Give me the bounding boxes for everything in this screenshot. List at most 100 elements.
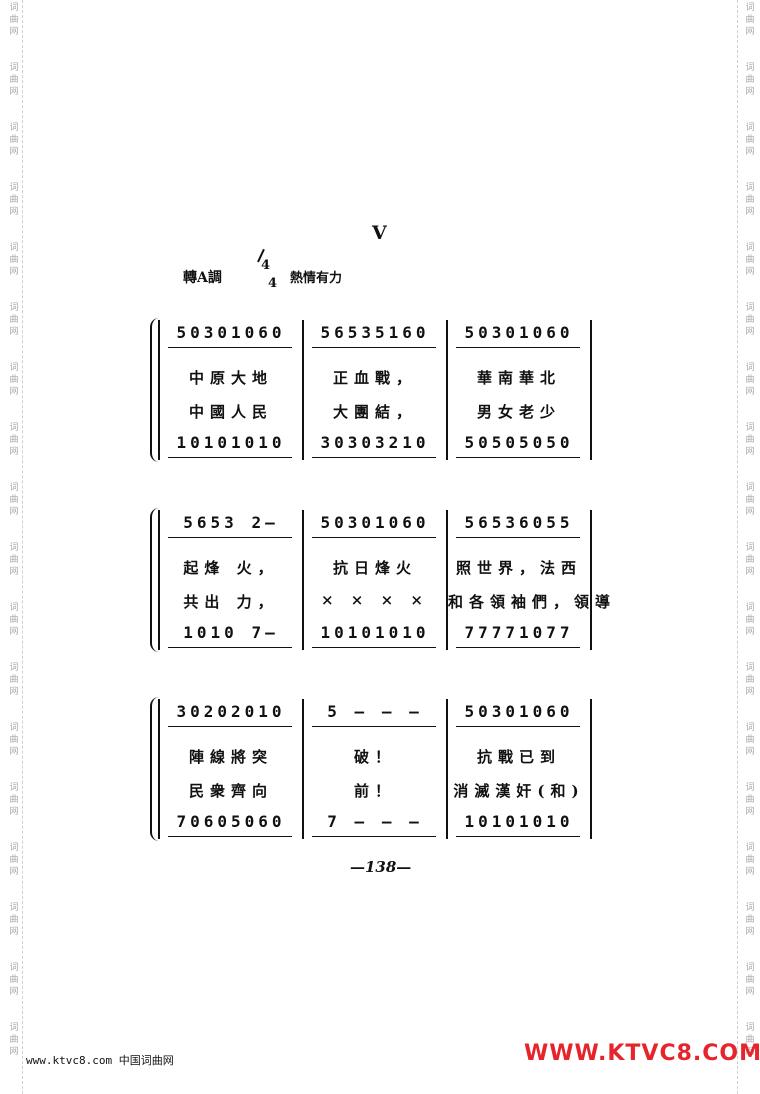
side-watermark-stamp: 词曲网	[745, 543, 755, 577]
section-title: V	[372, 222, 387, 244]
barline	[590, 699, 592, 839]
side-watermark-stamp: 词曲网	[9, 903, 19, 937]
bass-notes: 1010 7—	[183, 623, 279, 642]
bass-notes: 10101010	[176, 433, 286, 452]
site-url-left: www.ktvc8.com 中国词曲网	[26, 1054, 174, 1067]
side-watermark-stamp: 词曲网	[9, 603, 19, 637]
system-bracket	[150, 697, 162, 841]
side-watermark-stamp: 词曲网	[745, 183, 755, 217]
beam-underline	[168, 537, 292, 538]
beam-underline	[312, 726, 436, 727]
side-watermark-stamp: 词曲网	[745, 963, 755, 997]
side-watermark-stamp: 词曲网	[9, 663, 19, 697]
lyric-line: 前！	[353, 782, 396, 800]
beam-underline	[168, 836, 292, 837]
side-watermark-stamp: 词曲网	[745, 423, 755, 457]
bass-notes: 70605060	[176, 812, 286, 831]
melody-notes: 56535160	[320, 323, 430, 342]
side-watermark-stamp: 词曲网	[745, 783, 755, 817]
barline	[158, 699, 160, 839]
bass-notes: 50505050	[464, 433, 574, 452]
side-watermark-stamp: 词曲网	[9, 543, 19, 577]
side-watermark-stamp: 词曲网	[745, 3, 755, 37]
melody-notes: 50301060	[464, 702, 574, 721]
lyric-line: 正血戰，	[332, 369, 417, 387]
beam-underline	[168, 457, 292, 458]
side-watermark-stamp: 词曲网	[745, 483, 755, 517]
barline	[590, 510, 592, 650]
lyric-line: × × × ×	[321, 591, 429, 609]
side-watermark-stamp: 词曲网	[9, 123, 19, 157]
side-watermark-stamp: 词曲网	[745, 63, 755, 97]
barline	[302, 699, 304, 839]
barline	[446, 699, 448, 839]
barline	[158, 320, 160, 460]
side-watermark-stamp: 词曲网	[9, 843, 19, 877]
side-watermark-stamp: 词曲网	[745, 603, 755, 637]
side-watermark-stamp: 词曲网	[9, 1023, 19, 1057]
barline	[446, 510, 448, 650]
bass-notes: 10101010	[464, 812, 574, 831]
melody-notes: 5653 2—	[183, 513, 279, 532]
side-watermark-stamp: 词曲网	[9, 963, 19, 997]
barline	[158, 510, 160, 650]
bass-notes: 10101010	[320, 623, 430, 642]
lyric-line: 共出 力，	[183, 593, 279, 611]
side-watermark-stamp: 词曲网	[9, 243, 19, 277]
beam-underline	[456, 836, 580, 837]
side-watermark-stamp: 词曲网	[9, 723, 19, 757]
bass-notes: 7 — — —	[327, 812, 423, 831]
lyric-line: 中原大地	[188, 369, 273, 387]
barline	[590, 320, 592, 460]
side-watermark-stamp: 词曲网	[9, 3, 19, 37]
lyric-line: 照世界，法西	[455, 559, 582, 577]
melody-notes: 56536055	[464, 513, 574, 532]
side-watermark-stamp: 词曲网	[9, 423, 19, 457]
lyric-line: 和各領袖們，領導	[448, 593, 617, 611]
site-logo-right: WWW.KTVC8.COM	[524, 1041, 760, 1066]
side-watermark-stamp: 词曲网	[745, 243, 755, 277]
beam-underline	[456, 647, 580, 648]
left-dashed-border	[22, 0, 23, 1094]
side-watermark-stamp: 词曲网	[9, 303, 19, 337]
beam-underline	[312, 647, 436, 648]
system-bracket	[150, 318, 162, 462]
side-watermark-stamp: 词曲网	[745, 723, 755, 757]
lyric-line: 大團結，	[332, 403, 417, 421]
beam-underline	[312, 537, 436, 538]
beam-underline	[168, 647, 292, 648]
melody-notes: 5 — — —	[327, 702, 423, 721]
melody-notes: 50301060	[464, 323, 574, 342]
tempo-marking: 熱情有力	[290, 271, 343, 286]
beam-underline	[168, 726, 292, 727]
side-watermark-stamp: 词曲网	[745, 843, 755, 877]
side-watermark-stamp: 词曲网	[745, 123, 755, 157]
barline	[446, 320, 448, 460]
side-watermark-stamp: 词曲网	[745, 303, 755, 337]
lyric-line: 破！	[353, 748, 396, 766]
music-system: 5653 2— 起烽 火， 共出 力， 1010 7— 50301060 抗日烽火 × × …	[150, 508, 617, 654]
time-signature-denominator: 4	[268, 276, 278, 291]
beam-underline	[456, 457, 580, 458]
barline	[302, 510, 304, 650]
melody-notes: 50301060	[320, 513, 430, 532]
side-watermark-stamp: 词曲网	[9, 783, 19, 817]
melody-notes: 30202010	[176, 702, 286, 721]
melody-notes: 50301060	[176, 323, 286, 342]
lyric-line: 民衆齊向	[188, 782, 273, 800]
beam-underline	[456, 537, 580, 538]
beam-underline	[168, 347, 292, 348]
lyric-line: 抗戰已到	[476, 748, 561, 766]
side-watermark-stamp: 词曲网	[9, 183, 19, 217]
lyric-line: 起烽 火，	[183, 559, 279, 577]
side-watermark-stamp: 词曲网	[9, 63, 19, 97]
side-watermark-stamp: 词曲网	[745, 663, 755, 697]
beam-underline	[456, 726, 580, 727]
barline	[302, 320, 304, 460]
side-watermark-stamp: 词曲网	[9, 483, 19, 517]
lyric-line: 華南華北	[476, 369, 561, 387]
time-signature-numerator: 4	[261, 258, 271, 273]
system-bracket	[150, 508, 162, 652]
lyric-line: 抗日烽火	[332, 559, 417, 577]
right-dashed-border	[737, 0, 738, 1094]
